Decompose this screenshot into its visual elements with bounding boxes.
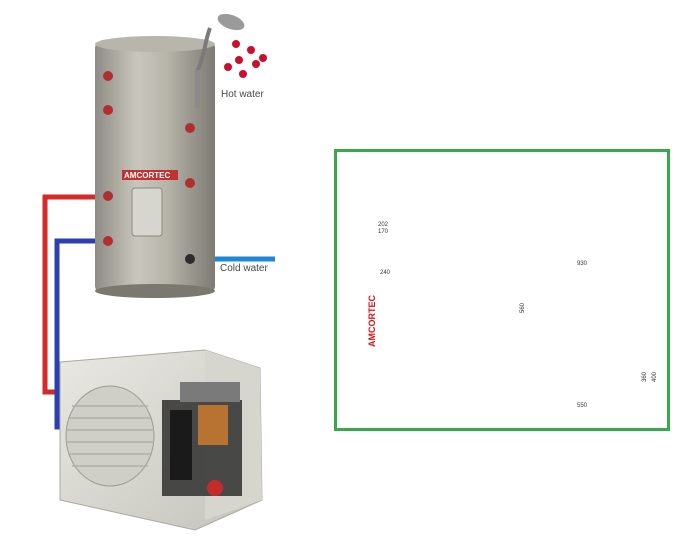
tank-brand-logo: AMCORTEC — [124, 171, 171, 180]
hot-water-label: Hot water — [221, 89, 264, 100]
specification-panel — [334, 149, 670, 431]
dim-tank-top-a: 202 — [378, 222, 389, 228]
small-tank-brand-logo: AMCORTEC — [367, 295, 377, 347]
dim-unit-width: 930 — [577, 261, 588, 267]
dim-unit-height: 560 — [520, 302, 527, 314]
dim-unit-side-a: 360 — [642, 371, 649, 383]
dim-tank-top-b: 170 — [378, 229, 389, 235]
dim-tank-width: 240 — [380, 270, 391, 276]
outdoor-heat-pump-unit — [59, 349, 263, 531]
storage-tank — [95, 36, 215, 298]
cold-water-label: Cold water — [220, 263, 268, 274]
water-drops — [224, 40, 267, 78]
shower-head — [195, 13, 245, 108]
dim-unit-depth: 550 — [577, 403, 588, 409]
dim-unit-side-b: 400 — [652, 371, 659, 383]
